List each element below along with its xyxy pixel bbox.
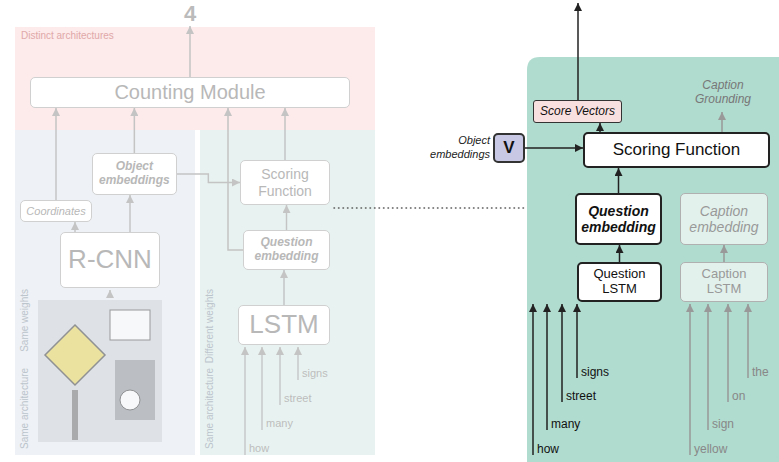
word-arrows: [690, 304, 748, 455]
network-box: R-CNN: [60, 232, 160, 288]
embedding-box: Object embeddings: [92, 153, 177, 195]
box-text: Counting Module: [114, 81, 265, 104]
matrix-box: V: [493, 133, 525, 163]
network-box: LSTM: [238, 305, 330, 345]
band-ground: [15, 130, 195, 455]
embedding-box: Question embedding: [243, 230, 330, 270]
band-title: Distinct architectures: [21, 30, 114, 41]
zoom-dotted-line: [334, 207, 525, 209]
street-photo: [38, 300, 162, 442]
zoom-panel: [527, 57, 779, 462]
box-text: R-CNN: [68, 245, 152, 275]
architecture-band: Distinct architecturesCounting Module: [15, 27, 375, 130]
box-text: Caption embedding: [685, 203, 763, 235]
embedding-box: Caption embedding: [680, 193, 768, 245]
function-box: Scoring Function: [583, 132, 770, 168]
box-text: Question LSTM: [583, 267, 656, 297]
box-text: Score Vectors: [540, 105, 615, 119]
connector-arrow: [55, 108, 57, 200]
connector-arrow: [286, 205, 288, 230]
input-word: many: [266, 416, 293, 430]
connector-arrow: [74, 222, 76, 232]
box-text: Scoring Function: [613, 140, 741, 160]
architecture-band: Same architecture Same weights Coordinates…: [15, 130, 195, 455]
output-arrow: [189, 26, 191, 77]
input-word: how: [249, 441, 269, 455]
input-word: signs: [581, 365, 609, 379]
network-box: Question LSTM: [577, 262, 662, 302]
input-word: sign: [712, 417, 734, 431]
band-title: Same weights: [19, 289, 30, 352]
box-text: Question embedding: [581, 203, 656, 235]
architecture-band: Same architecture Different weights Scorin…: [200, 130, 375, 455]
band-ground: [200, 130, 375, 455]
connector-arrow: [283, 270, 285, 305]
data-box: Coordinates: [20, 200, 92, 222]
input-arrow: [109, 290, 111, 298]
input-word: signs: [302, 366, 328, 380]
connector-arrow: [619, 245, 621, 262]
connector-arrow: [177, 174, 240, 183]
connector-arrow: [618, 168, 620, 193]
input-word: street: [566, 389, 596, 403]
connector-arrow: [599, 123, 601, 132]
output-label: Caption Grounding: [683, 78, 763, 106]
word-arrows: [533, 304, 577, 455]
connector-arrow: [129, 195, 131, 232]
connector-arrow: [525, 147, 583, 149]
input-label: Object embeddings: [418, 133, 490, 161]
input-word: how: [537, 442, 559, 456]
result-number: 4: [180, 2, 200, 26]
box-text: Object embeddings: [97, 160, 172, 188]
output-box: Score Vectors: [533, 100, 622, 123]
network-box: Caption LSTM: [680, 262, 768, 302]
grounding-arrow: [721, 112, 723, 132]
box-text: V: [503, 138, 514, 158]
input-word: many: [551, 417, 580, 431]
input-word: on: [732, 389, 745, 403]
connector-arrow: [134, 108, 136, 153]
embedding-box: Question embedding: [575, 193, 662, 245]
box-text: Caption LSTM: [685, 267, 763, 297]
box-text: LSTM: [249, 310, 318, 340]
function-box: Scoring Function: [240, 160, 330, 205]
input-word: the: [752, 365, 769, 379]
box-text: Question embedding: [248, 236, 325, 264]
input-word: street: [284, 391, 312, 405]
box-text: Scoring Function: [245, 166, 325, 198]
band-title: Different weights: [204, 289, 215, 363]
input-word: yellow: [694, 442, 727, 456]
box-text: Coordinates: [26, 205, 85, 218]
band-title: Same architecture: [19, 368, 30, 449]
connector-arrow: [284, 108, 286, 160]
band-title: Same architecture: [204, 368, 215, 449]
module-box: Counting Module: [30, 77, 350, 108]
band-title-group: Same architecture Different weights: [202, 289, 216, 449]
band-title-group: Same architecture Same weights: [17, 289, 31, 449]
connector-arrow: [723, 245, 725, 262]
band-ground: [15, 27, 375, 130]
output-arrow: [577, 3, 579, 100]
